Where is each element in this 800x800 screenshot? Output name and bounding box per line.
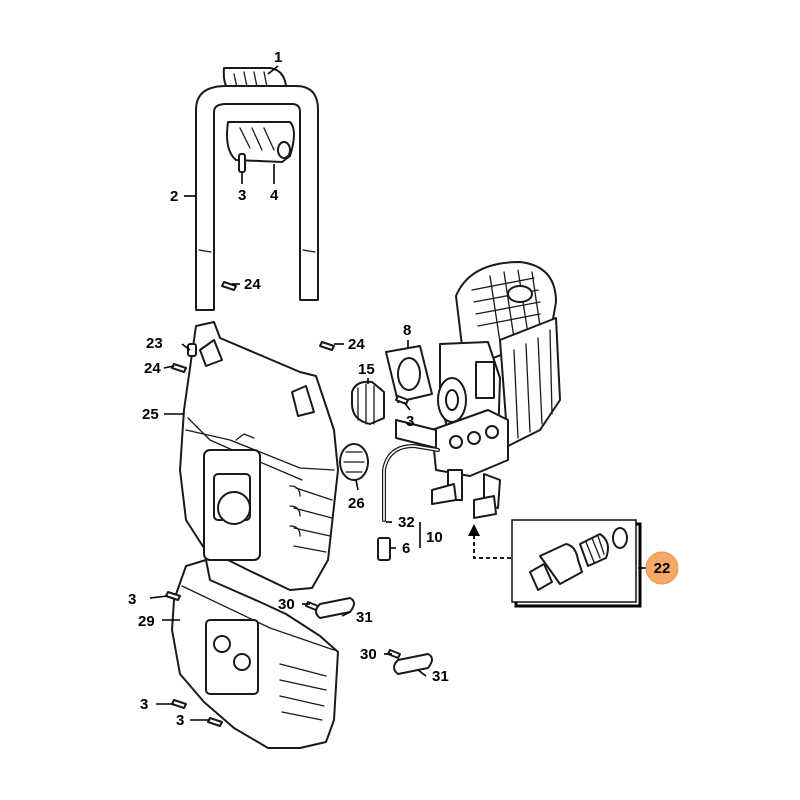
part-3-screw-handle[interactable]: [238, 153, 246, 173]
label-part-3-fitting: 3: [406, 413, 414, 430]
label-part-24-right: 24: [348, 336, 365, 353]
part-3-screw-lower-mid[interactable]: [171, 699, 187, 709]
label-part-6: 6: [402, 540, 410, 557]
label-part-25: 25: [142, 406, 159, 423]
label-part-2: 2: [170, 188, 178, 205]
part-32-hose[interactable]: [382, 444, 440, 522]
motor-assembly[interactable]: [437, 261, 561, 447]
part-31-strip-a[interactable]: [315, 597, 355, 619]
part-3-screw-lower-top[interactable]: [165, 591, 181, 601]
part-24-screw-left[interactable]: [171, 363, 187, 373]
part-22-inlet-kit-box[interactable]: [511, 519, 642, 608]
part-26-knob[interactable]: [339, 443, 369, 481]
part-4-handle-bracket[interactable]: [226, 121, 295, 163]
part-3-screw-lower-bottom[interactable]: [207, 717, 223, 727]
label-part-3-lower-top: 3: [128, 591, 136, 608]
part-2-handle-frame[interactable]: [195, 85, 319, 311]
part-23-clip[interactable]: [187, 343, 197, 357]
leader-lines: [149, 65, 648, 721]
label-part-26: 26: [348, 495, 365, 512]
label-part-30-a: 30: [278, 596, 295, 613]
part-24-screw-right[interactable]: [319, 341, 335, 351]
label-part-23: 23: [146, 335, 163, 352]
label-part-24-handle: 24: [244, 276, 261, 293]
label-part-15: 15: [358, 361, 375, 378]
label-part-4: 4: [270, 187, 279, 204]
label-part-8: 8: [403, 322, 411, 339]
label-part-30-b: 30: [360, 646, 377, 663]
part-29-lower-housing[interactable]: [171, 559, 339, 749]
label-part-31-a: 31: [356, 609, 373, 626]
label-part-32: 32: [398, 514, 415, 531]
leader-to-kit-22: [468, 524, 512, 559]
part-31-strip-b[interactable]: [393, 653, 433, 675]
label-part-24-left: 24: [144, 360, 161, 377]
label-part-3-lower-mid: 3: [140, 696, 148, 713]
label-part-29: 29: [138, 613, 155, 630]
label-part-31-b: 31: [432, 668, 449, 685]
part-8-mounting-plate[interactable]: [385, 345, 433, 403]
part-15-inlet-fitting[interactable]: [351, 380, 385, 425]
label-part-3-handle: 3: [238, 187, 246, 204]
label-part-10: 10: [426, 529, 443, 546]
label-part-22: 22: [654, 560, 671, 577]
part-30-screw-b[interactable]: [387, 649, 401, 659]
part-6-connector[interactable]: [377, 537, 391, 561]
label-part-1: 1: [274, 49, 282, 66]
pump-head[interactable]: [395, 409, 509, 519]
label-part-3-lower-bottom: 3: [176, 712, 184, 729]
part-25-upper-housing[interactable]: [179, 321, 339, 591]
highlight-part-22[interactable]: [645, 551, 679, 585]
